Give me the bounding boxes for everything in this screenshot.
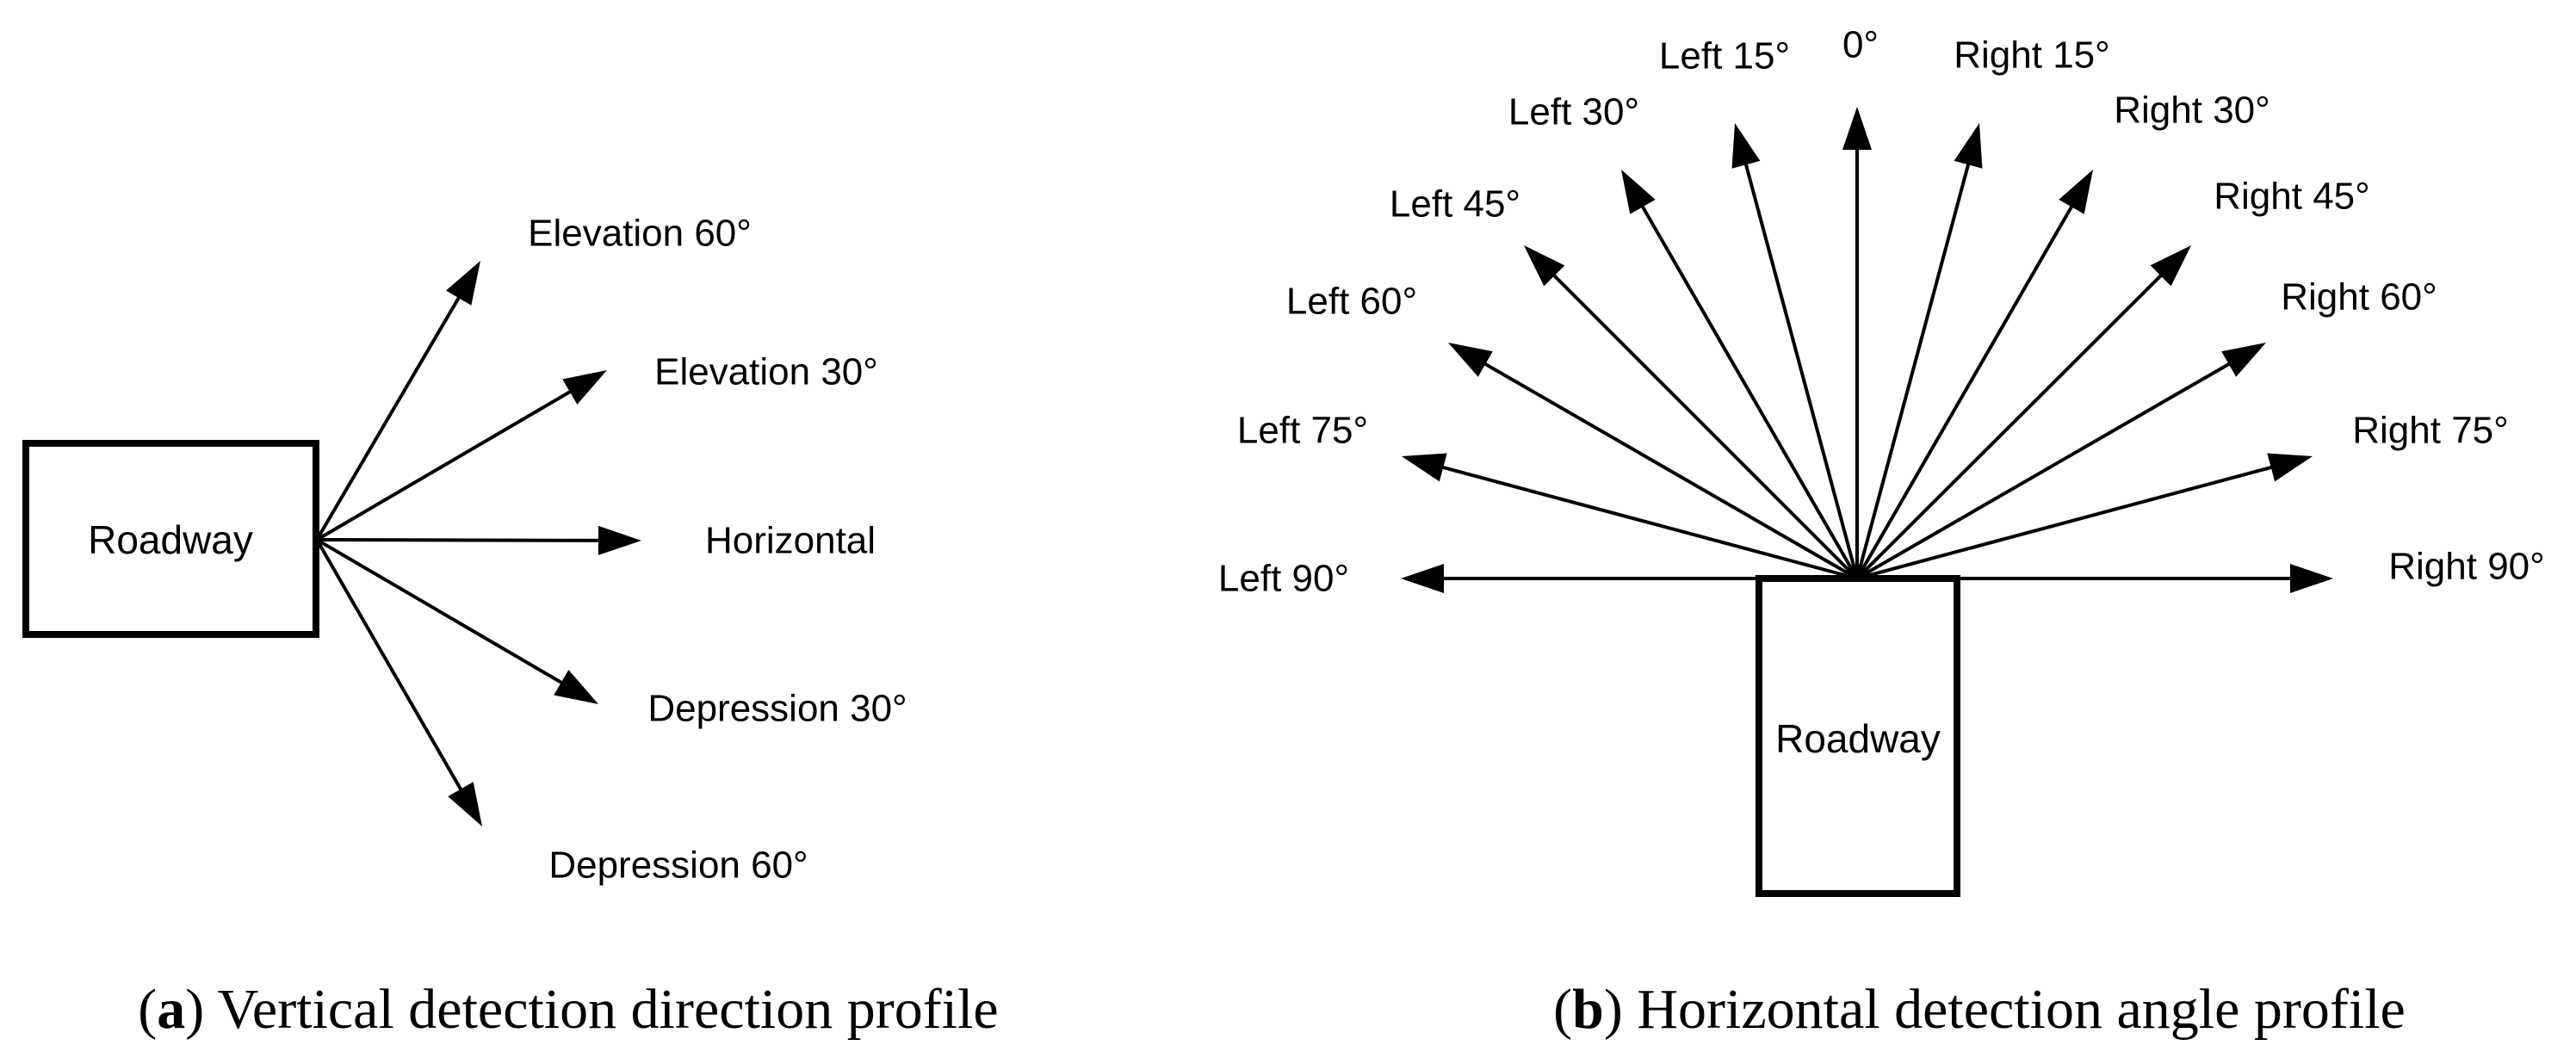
- arrowhead-icon: [1401, 564, 1444, 593]
- ray-label-right-90: Right 90°: [2388, 546, 2544, 588]
- roadway-box-label-a: Roadway: [88, 517, 253, 562]
- ray-line-right-60: [1856, 359, 2236, 580]
- arrowhead-icon: [1402, 453, 1447, 482]
- arrowhead-icon: [2150, 245, 2191, 287]
- ray-line-left-30: [1638, 200, 1859, 579]
- ray-line-depression-30: [315, 538, 568, 688]
- arrowhead-icon: [1621, 170, 1656, 214]
- arrowhead-icon: [2221, 343, 2266, 377]
- ray-line-right-75: [1856, 463, 2278, 580]
- arrowhead-icon: [446, 261, 480, 306]
- ray-line-left-75: [1436, 463, 1858, 580]
- ray-line-elevation-30: [315, 387, 577, 541]
- arrowhead-icon: [1731, 123, 1761, 169]
- ray-label-left-15: Left 15°: [1659, 35, 1790, 77]
- arrowhead-icon: [1448, 343, 1493, 377]
- arrowhead-icon: [598, 525, 641, 555]
- ray-line-right-45: [1855, 269, 2167, 580]
- ray-line-left-45: [1548, 269, 1859, 580]
- arrowhead-icon: [2059, 170, 2093, 214]
- arrowhead-icon: [2290, 564, 2333, 593]
- ray-line-depression-60: [315, 539, 466, 796]
- ray-label-left-60: Left 60°: [1286, 281, 1417, 323]
- ray-label-left-75: Left 75°: [1237, 410, 1368, 452]
- ray-line-elevation-60: [315, 291, 464, 541]
- ray-label-left-30: Left 30°: [1508, 91, 1639, 133]
- figure-a: Elevation 60° Elevation 30° HorizontalDepr…: [22, 213, 999, 1041]
- roadway-box-label-b: Roadway: [1775, 716, 1941, 761]
- arrowhead-icon: [1842, 107, 1872, 150]
- ray-label-right-30: Right 30°: [2114, 90, 2269, 132]
- ray-label-depression-60: Depression 60°: [548, 844, 808, 887]
- ray-label-horizontal: Horizontal: [705, 520, 876, 562]
- ray-label-right-15: Right 15°: [1954, 34, 2109, 77]
- ray-label-left-45: Left 45°: [1390, 183, 1520, 226]
- arrowhead-icon: [1524, 245, 1565, 287]
- arrowhead-icon: [562, 370, 607, 405]
- ray-label-elevation-60: Elevation 60°: [528, 213, 752, 255]
- ray-line-right-15: [1855, 158, 1972, 579]
- figure-caption-b: (b) Horizontal detection angle profile: [1553, 978, 2406, 1041]
- arrowhead-icon: [448, 782, 482, 826]
- arrowhead-icon: [2267, 453, 2313, 482]
- figure-caption-a: (a) Vertical detection direction profile: [138, 978, 998, 1041]
- ray-line-right-30: [1855, 200, 2077, 579]
- arrowhead-icon: [554, 670, 598, 704]
- ray-label-elevation-30: Elevation 30°: [654, 351, 878, 393]
- ray-label-right-75: Right 75°: [2352, 410, 2508, 452]
- ray-line-left-60: [1478, 359, 1858, 580]
- ray-line-left-15: [1742, 158, 1859, 579]
- roadway-box-a: [22, 440, 319, 638]
- figure-b: Left 90° Left 75° Left 60° Left 45° Left 30°…: [1218, 24, 2545, 1041]
- arrowhead-icon: [1954, 123, 1983, 169]
- ray-label-right-60: Right 60°: [2281, 276, 2437, 319]
- roadway-box-b: [1756, 575, 1960, 897]
- ray-line-horizontal: [316, 538, 606, 542]
- ray-label-0: 0°: [1842, 24, 1879, 66]
- ray-label-depression-30: Depression 30°: [647, 688, 907, 730]
- ray-label-right-45: Right 45°: [2214, 176, 2369, 218]
- ray-label-left-90: Left 90°: [1218, 558, 1349, 600]
